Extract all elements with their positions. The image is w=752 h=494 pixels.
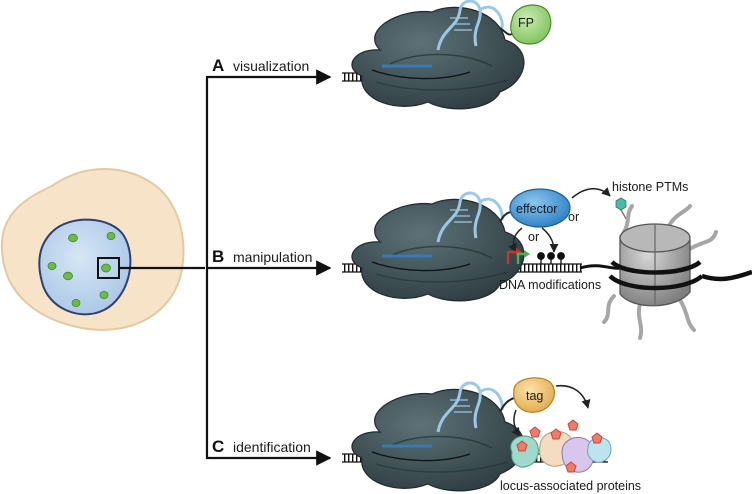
arrow-tag-right (555, 384, 591, 409)
methylation-marks (537, 252, 565, 264)
branch-connectors (119, 69, 332, 466)
effector-domain: effector (509, 188, 571, 228)
biotin-labels (516, 419, 603, 473)
branch-letter-b: B (212, 247, 224, 266)
panel-a: FP (342, 0, 552, 110)
fp-label: FP (518, 16, 534, 30)
ptm-marker (615, 197, 627, 211)
cell (0, 168, 185, 331)
effector-label: effector (516, 202, 557, 216)
histone-ptms-label: histone PTMs (612, 180, 688, 194)
branch-letter-c: C (212, 437, 224, 456)
dcas9-c (351, 388, 525, 492)
fluorescent-protein: FP (510, 4, 552, 45)
branch-letter-a: A (212, 56, 224, 75)
tag-label: tag (526, 389, 543, 403)
branch-label-a: A visualization (212, 56, 309, 75)
panel-c: tag locus-associated proteins (342, 377, 641, 493)
branch-label-c: C identification (212, 437, 311, 456)
branch-label-b: B manipulation (212, 247, 312, 266)
branch-text-a: visualization (233, 58, 309, 74)
arrow-tag-down (511, 409, 521, 437)
nucleosome (602, 204, 752, 340)
or-label-right: or (568, 210, 579, 224)
arrow-to-methylation (541, 227, 559, 253)
locus-protein-cluster (510, 419, 612, 473)
arrow-to-histone (571, 187, 611, 199)
or-label-below: or (528, 230, 539, 244)
dcas9-a (351, 6, 525, 110)
promoter-arrows (506, 248, 530, 264)
loci (47, 231, 116, 307)
dna-modifications-label: DNA modifications (499, 278, 601, 292)
locus-proteins-label: locus-associated proteins (500, 479, 641, 493)
tag-domain: tag (513, 377, 555, 413)
arrow-to-promoter (508, 227, 523, 253)
panel-b: effector or histone PTMs or DNA modifica… (342, 180, 752, 340)
branch-text-b: manipulation (233, 249, 312, 265)
branch-text-c: identification (233, 439, 311, 455)
nucleus (38, 218, 132, 316)
histone-tails (602, 204, 718, 340)
